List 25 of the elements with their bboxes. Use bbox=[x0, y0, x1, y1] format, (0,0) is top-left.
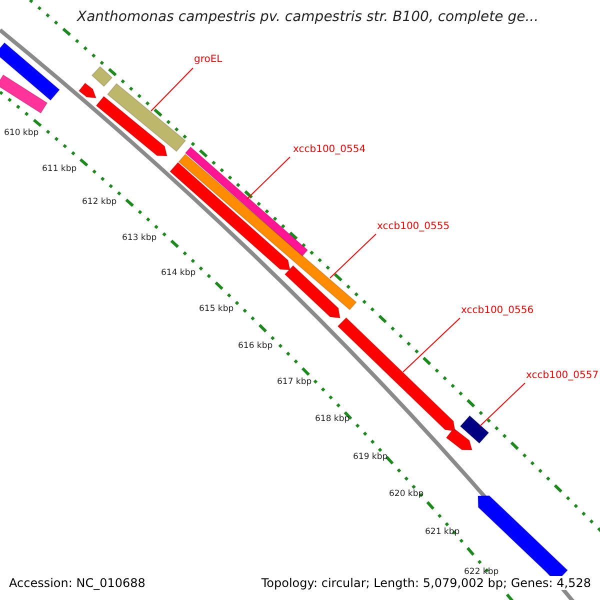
gene-label: xccb100_0557 bbox=[526, 370, 599, 381]
leader-line bbox=[402, 318, 460, 372]
gene-label: xccb100_0554 bbox=[293, 144, 366, 155]
scale-label: 612 kbp bbox=[82, 197, 117, 207]
scale-label: 610 kbp bbox=[4, 128, 39, 138]
gene-label: xccb100_0556 bbox=[461, 305, 534, 316]
scale-label: 618 kbp bbox=[315, 414, 350, 424]
scale-label: 619 kbp bbox=[353, 452, 388, 462]
scale-label: 614 kbp bbox=[161, 268, 196, 278]
info-text: Topology: circular; Length: 5,079,002 bp; Genes: 4,528 bbox=[261, 576, 591, 590]
gene-label: groEL bbox=[194, 54, 222, 65]
gene-feature bbox=[106, 82, 186, 152]
gene-feature bbox=[460, 415, 490, 444]
scale-label: 613 kbp bbox=[122, 233, 157, 243]
accession-text: Accession: NC_010688 bbox=[9, 576, 146, 590]
leader-line bbox=[330, 234, 376, 278]
scale-label: 615 kbp bbox=[199, 304, 234, 314]
title: Xanthomonas campestris pv. campestris str. B100, complete ge... bbox=[77, 9, 539, 25]
scale-label: 621 kbp bbox=[425, 527, 460, 537]
leader-line bbox=[150, 68, 194, 112]
leader-line bbox=[480, 382, 526, 426]
scale-label: 622 kbp bbox=[464, 567, 499, 577]
gene-label: xccb100_0555 bbox=[377, 221, 450, 232]
scale-label: 620 kbp bbox=[389, 489, 424, 499]
leader-line bbox=[246, 156, 290, 200]
